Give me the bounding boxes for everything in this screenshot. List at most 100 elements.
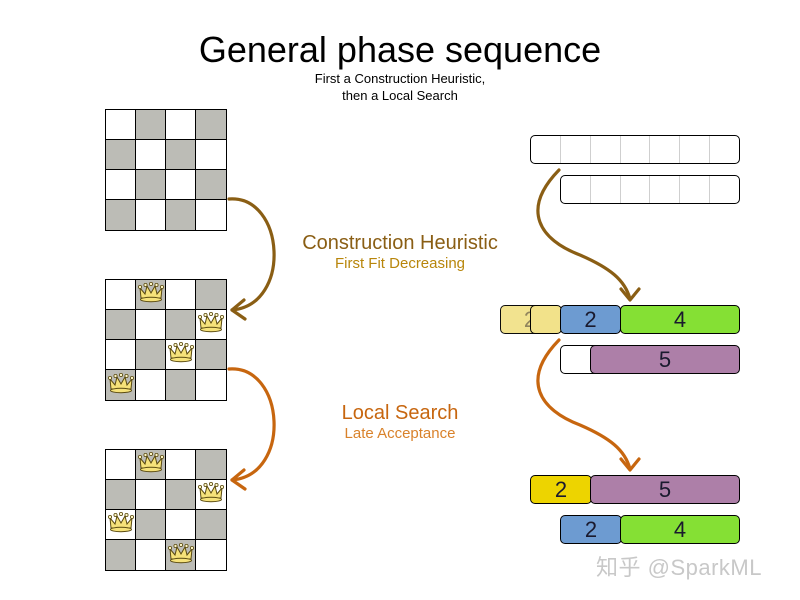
board-cell [166,340,196,370]
arrow-local-search-boards [227,367,276,491]
bin-slot [650,136,681,163]
board-cell [196,540,226,570]
watermark: 知乎 @SparkML [596,555,762,580]
board-cell [166,540,196,570]
board-cell [166,200,196,230]
arrow-local-search-bins [536,338,641,472]
board-cell [136,110,166,140]
constructed-bin1-item-2: 2 [560,305,621,334]
board-cell [106,510,136,540]
phase-local-search: Local Search Late Acceptance [250,401,550,443]
queen-icon [137,451,164,478]
board-cell [136,370,166,400]
board-cell [196,280,226,310]
bin-slot [710,136,739,163]
bin-slot [591,176,621,203]
constructed-bin1-item-1 [530,305,562,334]
empty-bin-1 [530,135,740,164]
board-cell [166,510,196,540]
board-cell [166,370,196,400]
board-cell [196,480,226,510]
board-cell [136,140,166,170]
board-cell [106,540,136,570]
board-cell [196,140,226,170]
board-cell [136,510,166,540]
board-cell [136,480,166,510]
bin-slot [561,136,591,163]
board-cell [196,110,226,140]
queen-icon [167,542,194,569]
board-constructed [105,279,227,401]
board-cell [166,170,196,200]
board-cell [136,340,166,370]
subtitle-line-1: First a Construction Heuristic, [314,71,486,86]
board-cell [196,200,226,230]
bin-slot [531,136,561,163]
board-cell [196,370,226,400]
item-label: 5 [658,346,672,372]
bin-slot [680,136,711,163]
phase-algorithm: First Fit Decreasing [334,255,466,272]
board-cell [196,310,226,340]
queen-icon [137,281,164,308]
empty-bin-2 [560,175,740,204]
board-cell [136,450,166,480]
bin-slot [680,176,711,203]
optimized-bin1-item-2: 5 [590,475,740,504]
board-cell [106,200,136,230]
board-cell [166,110,196,140]
bin-slot [621,176,651,203]
item-label: 2 [584,516,598,542]
bin-slot [710,176,739,203]
board-cell [106,340,136,370]
queen-icon [197,311,224,338]
phase-name: Local Search [341,402,459,424]
bin-slot [591,136,621,163]
item-label: 4 [673,306,687,332]
board-cell [136,310,166,340]
arrow-construction-boards [227,197,276,321]
board-cell [106,370,136,400]
board-cell [106,140,136,170]
board-cell [196,450,226,480]
bin-slot [621,136,651,163]
queen-icon [167,341,194,368]
board-cell [136,540,166,570]
board-optimized [105,449,227,571]
subtitle-line-2: then a Local Search [342,88,458,103]
board-empty [105,109,227,231]
board-cell [136,280,166,310]
board-cell [106,280,136,310]
board-cell [166,310,196,340]
board-cell [136,200,166,230]
queen-icon [107,511,134,538]
constructed-bin2-item-1: 5 [590,345,740,374]
queen-icon [107,372,134,399]
board-cell [196,510,226,540]
item-label: 5 [658,476,672,502]
phase-construction-heuristic: Construction Heuristic First Fit Decreas… [250,231,550,273]
board-cell [136,170,166,200]
diagram-title: General phase sequence [198,29,602,70]
board-cell [106,450,136,480]
optimized-bin2-item-1: 2 [560,515,622,544]
constructed-bin1-item-3: 4 [620,305,740,334]
optimized-bin1-item-1: 2 [530,475,592,504]
board-cell [196,170,226,200]
board-cell [166,280,196,310]
arrow-construction-bins [536,168,641,302]
board-cell [106,170,136,200]
board-cell [106,310,136,340]
phase-name: Construction Heuristic [302,232,498,254]
board-cell [106,110,136,140]
optimized-bin2-item-2: 4 [620,515,740,544]
board-cell [166,450,196,480]
bin-slot [561,176,591,203]
queen-icon [197,481,224,508]
diagram-subtitle: First a Construction Heuristic, then a L… [0,70,800,104]
board-cell [196,340,226,370]
item-label: 2 [584,306,597,332]
phase-algorithm: Late Acceptance [344,425,456,442]
item-label: 4 [673,516,687,542]
